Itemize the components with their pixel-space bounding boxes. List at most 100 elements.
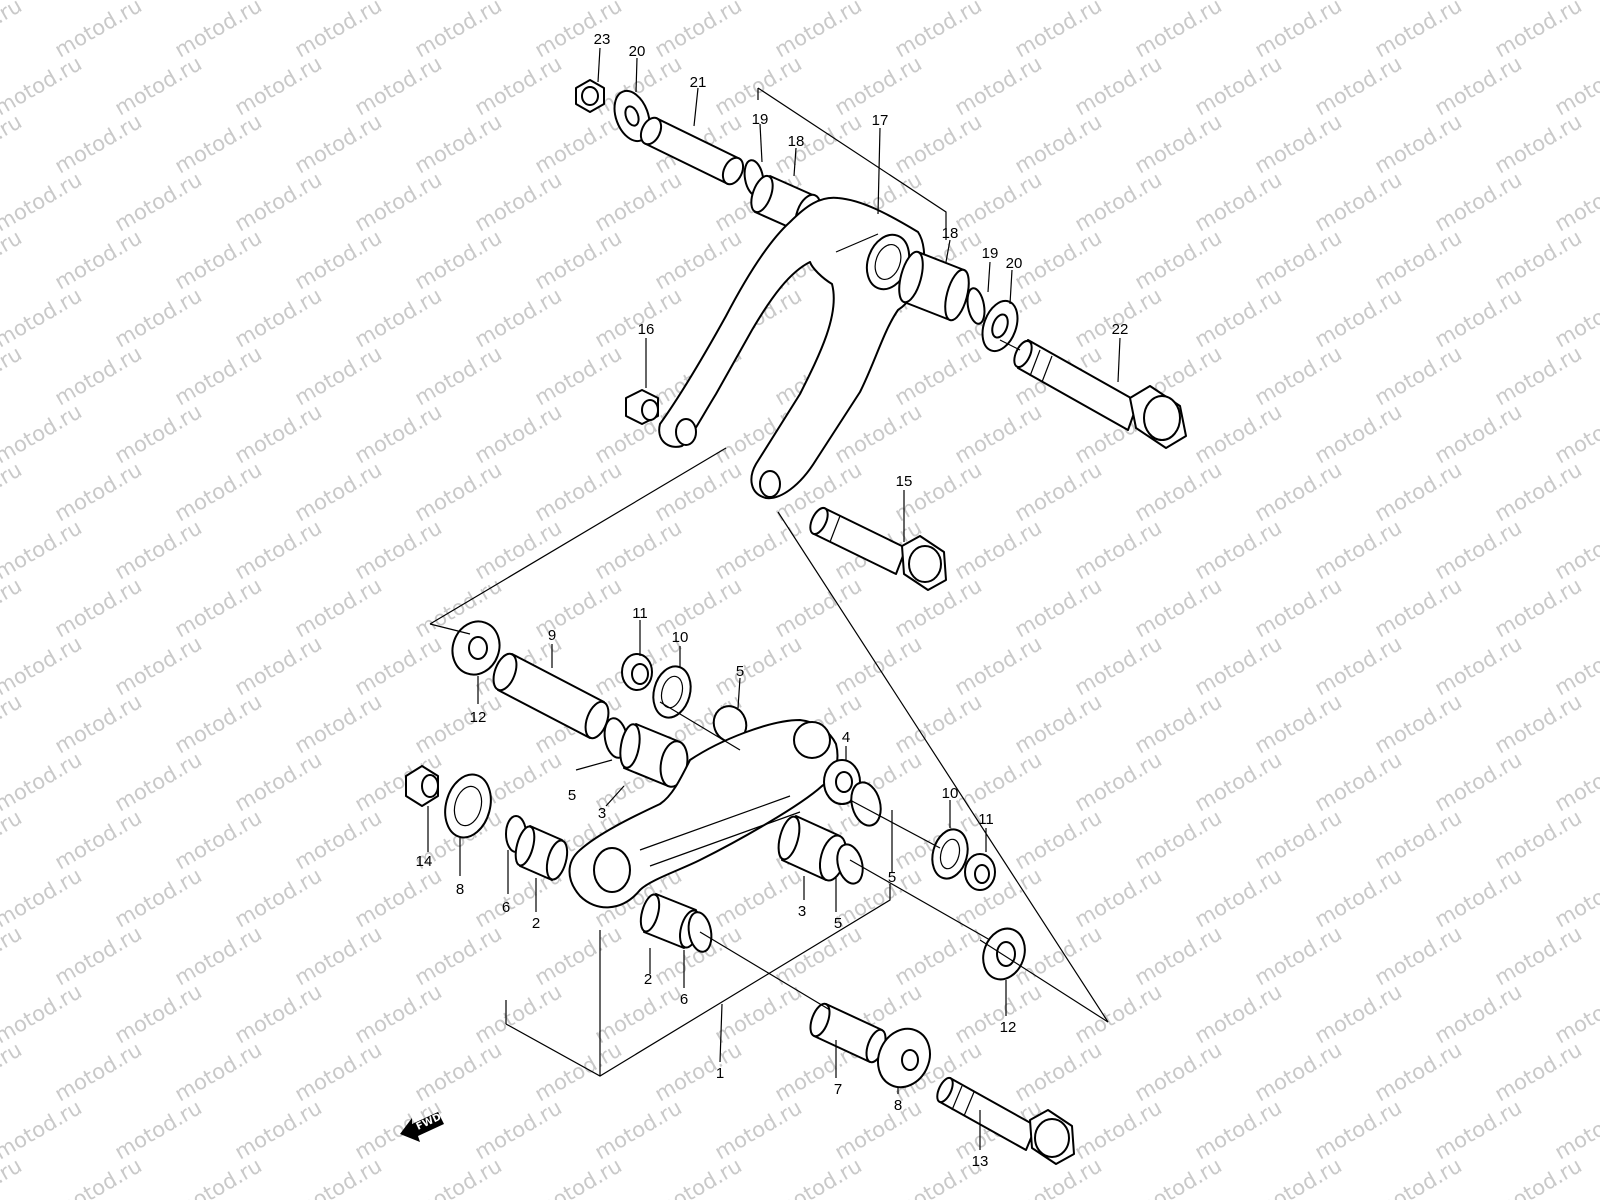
watermark-text: motod.ru [1251,1037,1346,1106]
watermark-text: motod.ru [411,109,506,178]
watermark-text: motod.ru [1491,1037,1586,1106]
watermark-text: motod.ru [411,341,506,410]
watermark-text: motod.ru [1251,1153,1346,1200]
watermark-text: motod.ru [51,1037,146,1106]
callout-3-b: 3 [798,903,806,920]
watermark-text: motod.ru [111,167,206,236]
watermark-text: motod.ru [291,109,386,178]
watermark-text: motod.ru [111,515,206,584]
watermark-text: motod.ru [171,573,266,642]
watermark-text: motod.ru [1491,1153,1586,1200]
part-10-oil-seal [652,665,692,719]
watermark-text: motod.ru [1551,863,1600,932]
watermark-text: motod.ru [0,457,26,526]
callout-leaders [427,47,1121,1150]
watermark-text: motod.ru [1551,747,1600,816]
watermark-text: motod.ru [1131,0,1226,62]
part-18-bearing-upper-right [898,250,970,322]
watermark-text: motod.ru [1191,515,1286,584]
watermark-text: motod.ru [171,457,266,526]
watermark-text: motod.ru [1551,283,1600,352]
watermark-text: motod.ru [651,457,746,526]
watermark-text: motod.ru [951,631,1046,700]
watermark-text: motod.ru [891,689,986,758]
watermark-text: motod.ru [1311,51,1406,120]
watermark-text: motod.ru [1431,51,1526,120]
watermark-text: motod.ru [1311,515,1406,584]
watermark-text: motod.ru [1491,457,1586,526]
watermark-text: motod.ru [1311,863,1406,932]
watermark-text: motod.ru [531,109,626,178]
watermark-text: motod.ru [531,0,626,62]
callout-9: 9 [548,627,556,644]
part-16-nut [625,389,659,425]
watermark-text: motod.ru [1491,225,1586,294]
watermark-text: motod.ru [1491,109,1586,178]
watermark-text: motod.ru [351,283,446,352]
part-3-bearing-b [777,815,848,882]
part-5-circlip-c [850,781,882,827]
watermark-text: motod.ru [0,805,26,874]
callout-13: 13 [972,1153,989,1170]
callout-12-right: 12 [1000,1019,1017,1036]
part-5-circlip-d [836,843,864,885]
watermark-text: motod.ru [591,1095,686,1164]
watermark-text: motod.ru [1491,573,1586,642]
watermark-text: motod.ru [1311,283,1406,352]
callout-8-lower: 8 [894,1097,902,1114]
watermark-text: motod.ru [1191,863,1286,932]
watermark-text: motod.ru [0,1153,26,1200]
callout-4: 4 [842,729,850,746]
watermark-text: motod.ru [51,1153,146,1200]
callout-12-left: 12 [470,709,487,726]
watermark-text: motod.ru [1371,1153,1466,1200]
callout-5-d: 5 [834,915,842,932]
watermark-text: motod.ru [1251,457,1346,526]
watermark-text: motod.ru [1491,805,1586,874]
part-20-washer-upper [613,89,651,143]
watermark-text: motod.ru [171,341,266,410]
callout-18: 18 [788,133,805,150]
callout-3-a: 3 [598,805,606,822]
watermark-text: motod.ru [291,341,386,410]
watermark-text: motod.ru [291,689,386,758]
watermark-text: motod.ru [1131,921,1226,990]
part-2-bearing-lower [639,893,701,949]
watermark-text: motod.ru [1071,747,1166,816]
watermark-text: motod.ru [1191,51,1286,120]
watermark-text: motod.ru [1071,1095,1166,1164]
watermark-text: motod.ru [1371,0,1466,62]
part-13-bolt [936,1076,1075,1165]
watermark-text: motod.ru [1371,805,1466,874]
watermark-text: motod.ru [351,51,446,120]
watermark-text: motod.ru [51,225,146,294]
watermark-text: motod.ru [0,689,26,758]
watermark-text: motod.ru [1371,573,1466,642]
watermark-text: motod.ru [1371,109,1466,178]
watermark-text: motod.ru [0,0,26,62]
watermark-text: motod.ru [1251,109,1346,178]
watermark-text: motod.ru [1131,109,1226,178]
callout-5-c: 5 [888,869,896,886]
watermark-text: motod.ru [111,399,206,468]
watermark-text: motod.ru [531,573,626,642]
watermark-text: motod.ru [231,515,326,584]
watermark-text: motod.ru [111,51,206,120]
callout-11: 11 [632,605,648,622]
watermark-text: motod.ru [1311,399,1406,468]
watermark-text: motod.ru [1011,225,1106,294]
watermark-text: motod.ru [291,805,386,874]
watermark-text: motod.ru [291,921,386,990]
watermark-text: motod.ru [351,631,446,700]
watermark-text: motod.ru [891,109,986,178]
callout-6-lower: 6 [680,991,688,1008]
watermark-text: motod.ru [0,573,26,642]
watermark-text: motod.ru [171,109,266,178]
watermark-text: motod.ru [891,341,986,410]
watermark-text: motod.ru [171,805,266,874]
watermark-text: motod.ru [171,921,266,990]
watermark-text: motod.ru [231,167,326,236]
callout-2-left: 2 [532,915,540,932]
